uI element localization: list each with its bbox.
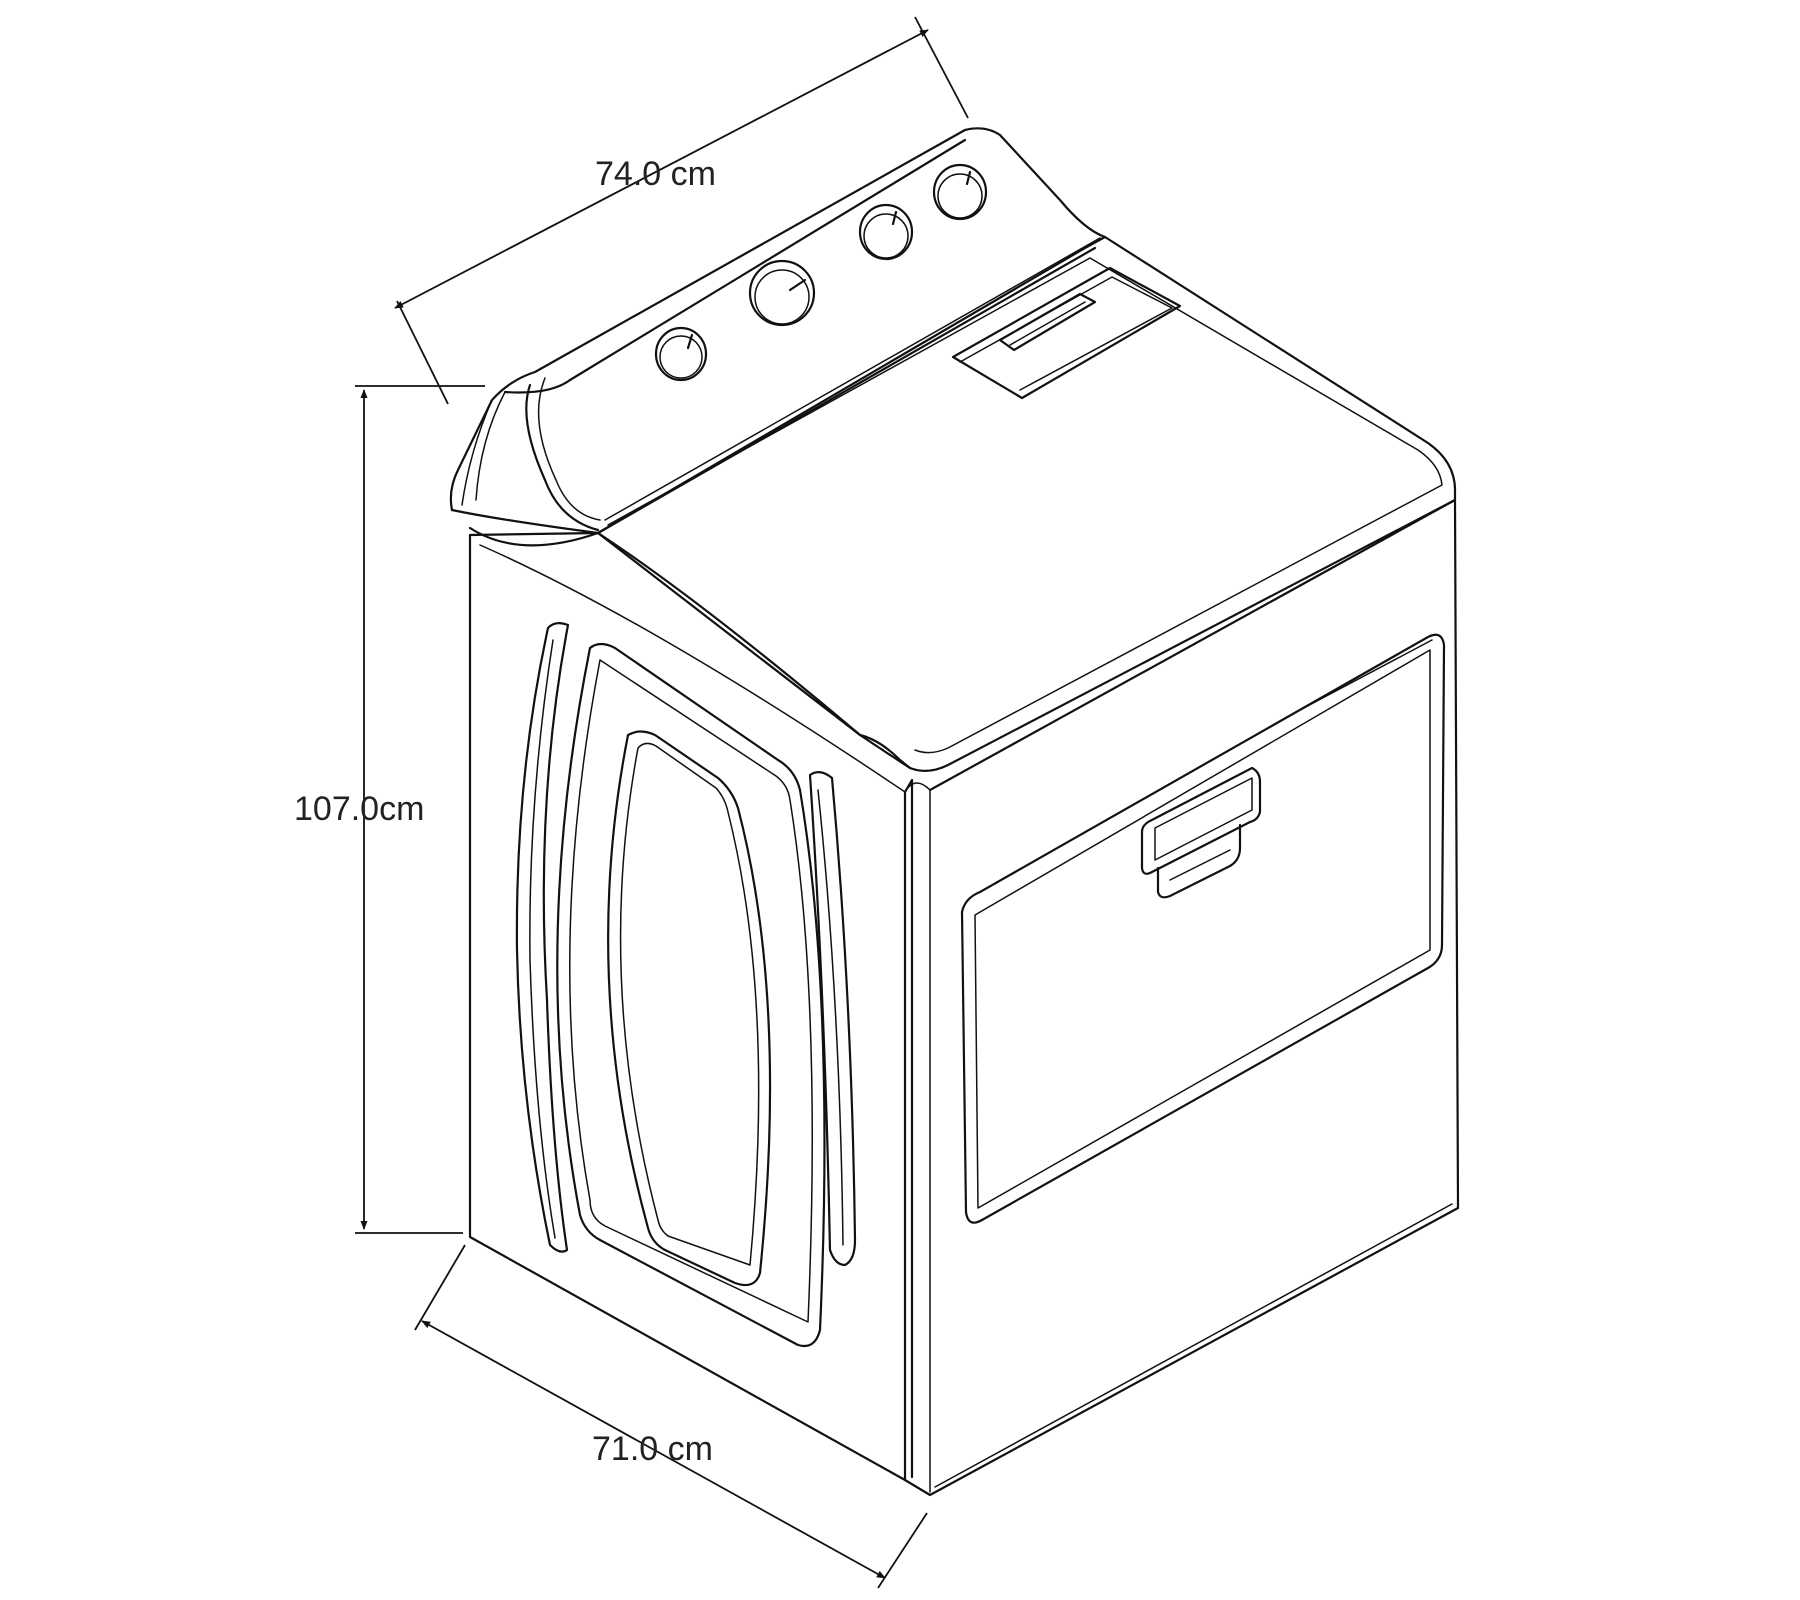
drawer-door[interactable]	[960, 633, 1446, 1224]
console-outline	[449, 127, 1107, 512]
panel-frame	[556, 642, 826, 1348]
knob-4[interactable]	[932, 163, 988, 221]
drawer-handle[interactable]	[1140, 766, 1262, 899]
cabinet	[468, 498, 1460, 1497]
knob-2[interactable]	[748, 259, 816, 327]
panel-window	[607, 730, 772, 1287]
right-strip	[808, 771, 857, 1267]
left-face	[468, 533, 907, 1482]
lid-outline	[596, 235, 1457, 772]
dimension-width: 74.0 cm	[394, 16, 969, 405]
dimension-depth: 71.0 cm	[414, 1244, 928, 1589]
left-decorative-panel	[515, 621, 857, 1348]
height-label: 107.0cm	[294, 790, 424, 828]
left-strip	[515, 621, 570, 1253]
knobs	[654, 163, 988, 382]
dimension-height: 107.0cm	[294, 385, 485, 1234]
depth-label: 71.0 cm	[592, 1430, 713, 1468]
width-label: 74.0 cm	[595, 155, 716, 193]
right-face	[903, 498, 1460, 1497]
knob-1[interactable]	[654, 326, 708, 382]
lint-filter[interactable]	[951, 266, 1182, 400]
top-lid	[468, 235, 1457, 793]
control-console	[449, 127, 1107, 535]
knob-3[interactable]	[858, 203, 914, 261]
